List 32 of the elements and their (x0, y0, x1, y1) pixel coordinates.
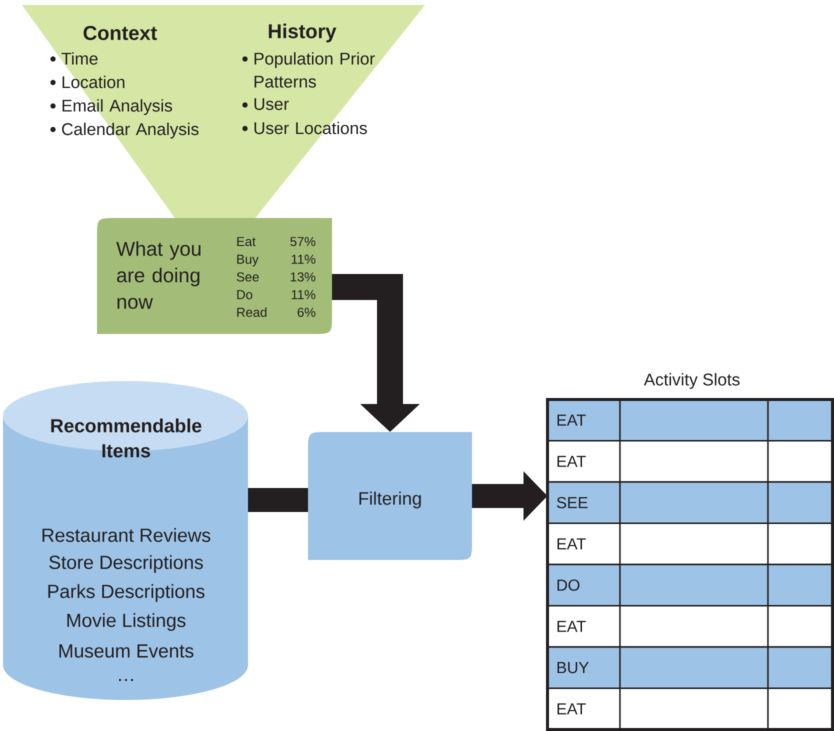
list-item: User (254, 98, 289, 110)
list-item: Time (62, 52, 98, 65)
list-item: Population Prior Patterns (254, 52, 375, 88)
table-title: Activity Slots (644, 373, 740, 389)
activity-name: Buy (237, 254, 259, 266)
heading: History (268, 24, 336, 42)
item-text: … (119, 679, 133, 682)
percentage: 13% (290, 272, 316, 282)
table-cell: BUY (546, 646, 621, 689)
activity-name: Read (237, 307, 266, 317)
list-item: User Locations (254, 122, 367, 134)
table-cell: SEE (546, 481, 621, 524)
activity-name: Do (237, 290, 252, 300)
table-cell: DO (546, 564, 621, 606)
list-item: Location (62, 76, 124, 88)
box-text: Filtering (359, 492, 421, 508)
table-cell: EAT (546, 688, 621, 730)
table-cell: EAT (546, 440, 621, 483)
table-cell: EAT (546, 398, 621, 442)
percentage: 57% (290, 236, 316, 246)
table-cell: EAT (546, 605, 621, 648)
activity-name: See (236, 272, 259, 282)
heading: Context (84, 26, 157, 40)
table-cell: EAT (546, 522, 621, 566)
percentage: 11% (292, 290, 316, 300)
list-item: Calendar Analysis (62, 122, 199, 139)
percentage: 6% (298, 308, 316, 317)
connector-bar (248, 488, 308, 512)
percentage: 11% (292, 254, 316, 264)
activity-name: Eat (237, 237, 256, 246)
list-item: Email Analysis (62, 99, 172, 116)
box-text: What you are doing now (116, 241, 200, 309)
